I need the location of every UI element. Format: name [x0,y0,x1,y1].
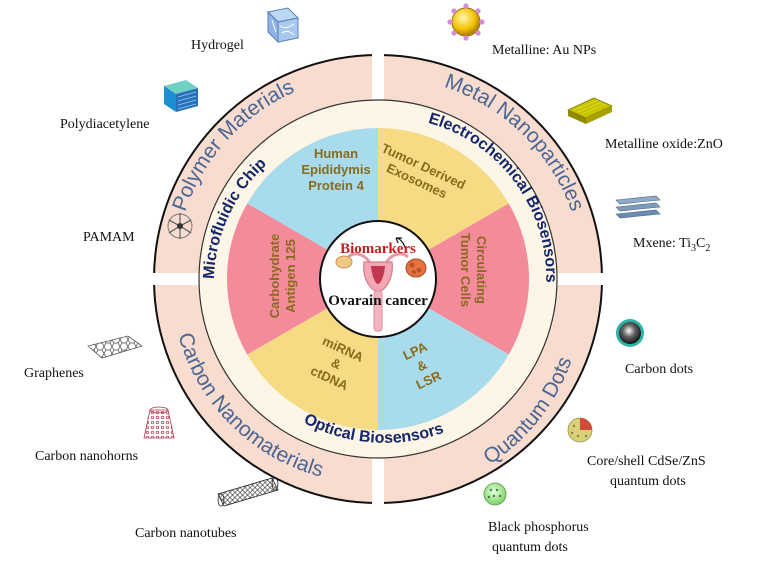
label-carbon-nanohorns: Carbon nanohorns [35,449,139,464]
graphene-sheet-icon [87,335,143,359]
sector-ca125 [227,203,328,355]
label-bp-line1: Black phosphorus [488,520,589,535]
cdse-zns-dot-icon [567,417,593,443]
label-polydiacetylene: Polydiacetylene [60,117,150,132]
label-carbon-nanotubes: Carbon nanotubes [135,526,237,541]
black-phosphorus-dot-icon [483,482,507,506]
label-zno: Metalline oxide:ZnO [605,137,723,152]
sector-lpa [378,308,509,430]
label-mxene: Mxene: Ti3C2 [633,236,711,254]
label-carbon-dots: Carbon dots [625,362,694,377]
label-au-nps: Metalline: Au NPs [492,43,597,58]
nanohorn-icon [143,406,175,439]
label-cdse-line1: Core/shell CdSe/ZnS [587,454,706,469]
polydiacetylene-block-icon [164,80,198,112]
center-subtitle: Ovarain cancer [328,293,428,309]
sector-ctc [428,203,529,355]
label-hydrogel: Hydrogel [191,38,244,53]
mxene-layers-icon [615,195,661,219]
sector-mirna [247,308,378,430]
hydrogel-cube-icon [266,7,300,44]
label-graphenes: Graphenes [24,366,84,381]
label-cdse-line2: quantum dots [610,474,686,489]
nanotube-icon [217,477,279,507]
uterus-icon [335,237,427,332]
sector-exosomes [378,128,509,250]
sector-label-ctc: CirculatingTumor Cells [458,233,489,307]
carbon-dot-icon [616,319,644,347]
zno-sheet-icon [567,97,613,124]
au-nanoparticle-icon [447,3,485,41]
label-bp-line2: quantum dots [492,540,568,555]
center-title: Biomarkers [340,241,416,257]
sector-he4 [247,128,378,250]
sector-label-ca125: CarbohydrateAntigen 125 [267,234,298,319]
pamam-dendrimer-icon [167,213,193,239]
label-pamam: PAMAM [83,230,135,245]
